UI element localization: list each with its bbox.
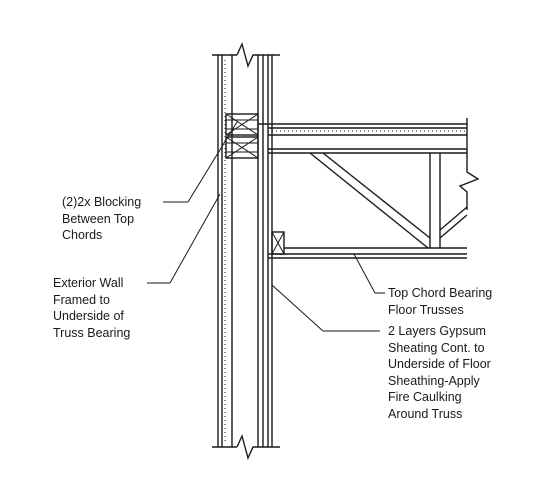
callout-top-chord-line: Top Chord Bearing bbox=[388, 286, 493, 300]
callout-blocking-line: Between Top bbox=[62, 211, 135, 226]
callout-gypsum: 2 Layers Gypsum Sheating Cont. to Unders… bbox=[388, 323, 491, 422]
callout-gypsum-line: Sheathing-Apply bbox=[388, 373, 480, 388]
callout-gypsum-line: Fire Caulking bbox=[388, 390, 462, 404]
blocking bbox=[225, 113, 259, 159]
callout-gypsum-line: Around Truss bbox=[388, 406, 463, 421]
gypsum-sheathing-layers bbox=[262, 55, 273, 447]
callout-exterior-wall-line: Underside of bbox=[53, 309, 124, 323]
floor-sheathing-top-chord bbox=[258, 123, 467, 154]
callout-blocking-line: Chords bbox=[62, 228, 103, 242]
callout-blocking: (2)2x Blocking Between Top Chords bbox=[62, 194, 141, 244]
callout-gypsum-line: 2 Layers Gypsum bbox=[388, 324, 486, 338]
break-line-top bbox=[212, 41, 280, 69]
callout-top-chord-line: Floor Trusses bbox=[388, 302, 464, 317]
bottom-chord bbox=[268, 247, 467, 259]
callout-exterior-wall-line: Truss Bearing bbox=[53, 325, 131, 340]
bearing-block bbox=[271, 231, 285, 255]
break-line-right bbox=[458, 118, 480, 210]
callout-exterior-wall-line: Framed to bbox=[53, 292, 110, 307]
truss-webs bbox=[309, 152, 468, 249]
callout-top-chord: Top Chord Bearing Floor Trusses bbox=[388, 285, 492, 318]
break-line-bottom bbox=[212, 433, 280, 461]
callout-gypsum-line: Underside of Floor bbox=[388, 357, 491, 371]
callout-exterior-wall-line: Exterior Wall bbox=[53, 276, 124, 290]
leader-lines bbox=[147, 121, 385, 332]
callout-exterior-wall: Exterior Wall Framed to Underside of Tru… bbox=[53, 275, 130, 341]
callout-blocking-line: (2)2x Blocking bbox=[62, 195, 142, 209]
callout-gypsum-line: Sheating Cont. to bbox=[388, 340, 485, 355]
